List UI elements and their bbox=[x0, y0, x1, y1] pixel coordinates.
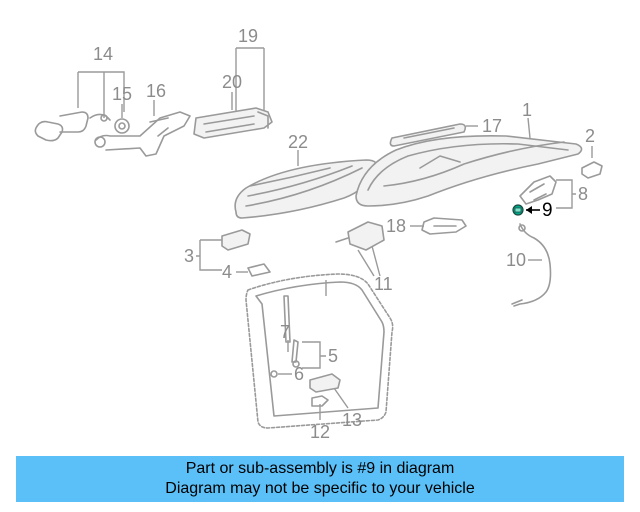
callout-5: 5 bbox=[328, 346, 338, 366]
banner-line-2: Diagram may not be specific to your vehi… bbox=[165, 480, 475, 497]
part-8 bbox=[519, 175, 576, 209]
part-2 bbox=[581, 146, 603, 179]
part-22 bbox=[234, 150, 378, 219]
part-18 bbox=[410, 217, 467, 235]
callout-17: 17 bbox=[482, 116, 502, 136]
callout-11: 11 bbox=[374, 274, 393, 294]
part-9-highlighted bbox=[512, 204, 540, 216]
part-19-20 bbox=[193, 47, 273, 139]
callout-19: 19 bbox=[238, 26, 258, 46]
callout-9: 9 bbox=[542, 200, 553, 221]
callout-13: 13 bbox=[342, 410, 362, 430]
part-6 bbox=[270, 370, 292, 378]
banner-line-1: Part or sub-assembly is #9 in diagram bbox=[185, 460, 455, 477]
callout-12: 12 bbox=[310, 422, 330, 442]
callout-15: 15 bbox=[112, 84, 132, 104]
part-7 bbox=[283, 295, 291, 352]
callout-4: 4 bbox=[222, 262, 232, 282]
callout-18: 18 bbox=[386, 216, 406, 236]
callout-3: 3 bbox=[184, 246, 194, 266]
callout-20: 20 bbox=[222, 72, 242, 92]
callout-14: 14 bbox=[93, 44, 113, 64]
part-3 bbox=[196, 229, 251, 271]
callout-7: 7 bbox=[280, 322, 290, 342]
part-16 bbox=[94, 100, 191, 157]
part-11 bbox=[335, 221, 385, 277]
parts-diagram: 14 15 16 19 20 22 17 1 2 bbox=[34, 26, 603, 442]
callout-2: 2 bbox=[585, 126, 595, 146]
part-17 bbox=[389, 123, 478, 147]
callout-10: 10 bbox=[506, 250, 526, 270]
part-14-group bbox=[34, 71, 125, 142]
callout-16: 16 bbox=[146, 81, 166, 101]
part-12 bbox=[311, 395, 329, 420]
callout-6: 6 bbox=[294, 364, 304, 384]
part-15 bbox=[114, 104, 130, 134]
info-banner: Part or sub-assembly is #9 in diagram Di… bbox=[16, 456, 624, 502]
part-4 bbox=[236, 263, 271, 277]
callout-22: 22 bbox=[288, 132, 308, 152]
part-1 bbox=[355, 117, 583, 207]
part-10 bbox=[511, 223, 552, 307]
liftgate-door bbox=[245, 273, 394, 429]
callout-1: 1 bbox=[522, 100, 532, 120]
part-13 bbox=[309, 373, 349, 409]
callout-8: 8 bbox=[578, 184, 588, 204]
part-5 bbox=[291, 339, 326, 369]
